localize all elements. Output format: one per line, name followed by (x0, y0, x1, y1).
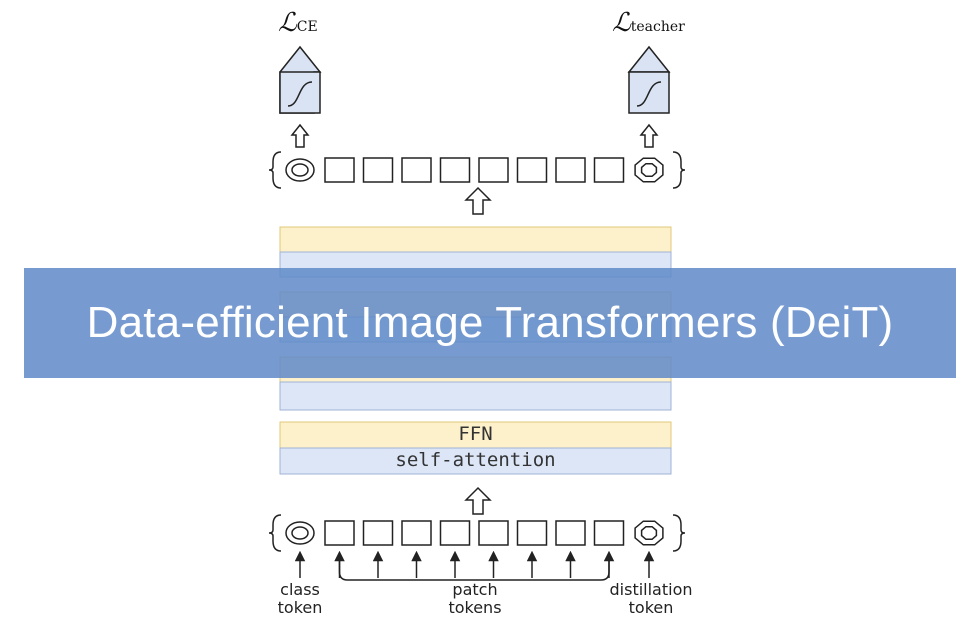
up-arrow-icon (639, 123, 659, 148)
title-banner: Data-efficient Image Transformers (DeiT) (24, 268, 956, 378)
layer-ffn-band-1 (279, 226, 672, 253)
layer-attn-band-3 (279, 381, 672, 411)
up-arrow-icon (464, 486, 492, 515)
banner-title: Data-efficient Image Transformers (DeiT) (86, 298, 894, 347)
class-token-icon (285, 521, 315, 545)
patch-token (555, 157, 586, 183)
teacher-head (627, 45, 671, 114)
patch-token (516, 157, 548, 183)
patch-token (516, 520, 548, 546)
patch-bracket (338, 560, 610, 581)
right-brace (672, 514, 686, 552)
patch-token (324, 157, 355, 183)
patch-token (593, 157, 625, 183)
loss-teacher-label: ℒteacher (612, 8, 685, 38)
ffn-label: FFN (458, 423, 493, 445)
distillation-token-icon (634, 157, 664, 183)
left-brace (268, 514, 282, 552)
up-arrow-icon (464, 186, 492, 215)
self-attention-label: self-attention (395, 449, 556, 471)
left-brace (268, 151, 282, 189)
distillation-token-icon (634, 520, 664, 546)
loss-ce-label: ℒCE (278, 8, 318, 38)
patch-token (555, 520, 586, 546)
patch-token (401, 157, 432, 183)
patch-token (362, 157, 394, 183)
patch-token (439, 157, 471, 183)
layer-attn-band (279, 447, 672, 475)
patch-token (362, 520, 394, 546)
patch-token (478, 157, 509, 183)
right-brace (672, 151, 686, 189)
patch-token (401, 520, 432, 546)
class-token-icon (285, 158, 315, 182)
output-token-row (268, 151, 686, 189)
ce-head (279, 45, 322, 114)
patch-token (478, 520, 509, 546)
input-token-row (268, 514, 686, 552)
up-arrow-icon (290, 123, 310, 148)
patch-token (439, 520, 471, 546)
patch-token (324, 520, 355, 546)
patch-token (593, 520, 625, 546)
input-arrows (294, 550, 655, 581)
